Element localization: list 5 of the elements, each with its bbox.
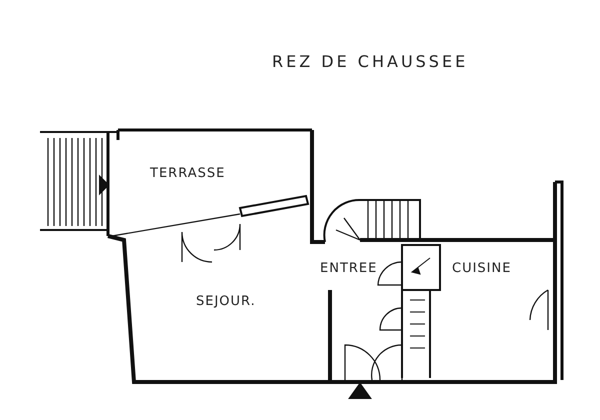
title: REZ DE CHAUSSEE <box>272 52 468 71</box>
room-label: TERRASSE <box>150 166 226 181</box>
room-label: SEJOUR. <box>196 294 256 309</box>
room-label: CUISINE <box>452 261 512 276</box>
room-label: ENTREE <box>320 261 378 276</box>
